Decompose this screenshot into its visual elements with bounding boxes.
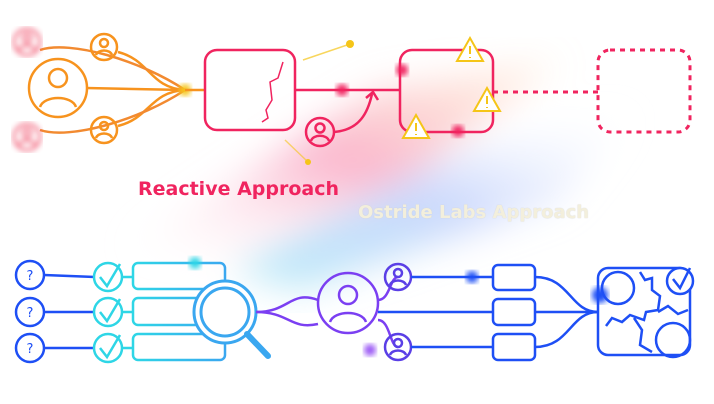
- ostride-approach-label: Ostride Labs Approach: [358, 202, 590, 223]
- process-box: [491, 297, 537, 327]
- user-icon: [89, 32, 119, 62]
- svg-text:?: ?: [27, 342, 34, 357]
- background-gradient: [120, 60, 640, 290]
- warning-icon: [401, 112, 431, 139]
- user-icon: [12, 122, 42, 152]
- svg-text:?: ?: [27, 269, 34, 284]
- gears-box: [596, 266, 692, 359]
- user-icon: [383, 332, 413, 362]
- user-icon: [383, 262, 413, 292]
- process-box: [491, 332, 537, 362]
- glow-node: [336, 84, 348, 96]
- svg-text:?: ?: [27, 306, 34, 321]
- reactive-approach-label: Reactive Approach: [138, 178, 340, 200]
- process-box: [203, 48, 297, 132]
- data-bar: [131, 261, 227, 291]
- process-box: [491, 263, 537, 292]
- glow-node: [396, 64, 408, 76]
- glow-node: [452, 125, 464, 137]
- check-icon: [665, 266, 695, 296]
- main-user-icon: [27, 57, 89, 119]
- warning-icon: [472, 85, 502, 112]
- question-icon: [14, 259, 46, 291]
- data-bar: [131, 332, 227, 362]
- main-user-icon: [316, 271, 380, 335]
- magnifier-icon: [192, 279, 271, 359]
- future-box-dashed: [596, 48, 692, 134]
- question-icon: [14, 332, 46, 364]
- reactive-flow: [12, 27, 692, 165]
- user-icon: [12, 27, 42, 57]
- crack-line: [261, 61, 284, 123]
- warning-icon: [455, 35, 485, 62]
- ostride-flow: ???: [14, 257, 695, 364]
- user-icon: [89, 115, 119, 145]
- question-icon: [14, 296, 46, 328]
